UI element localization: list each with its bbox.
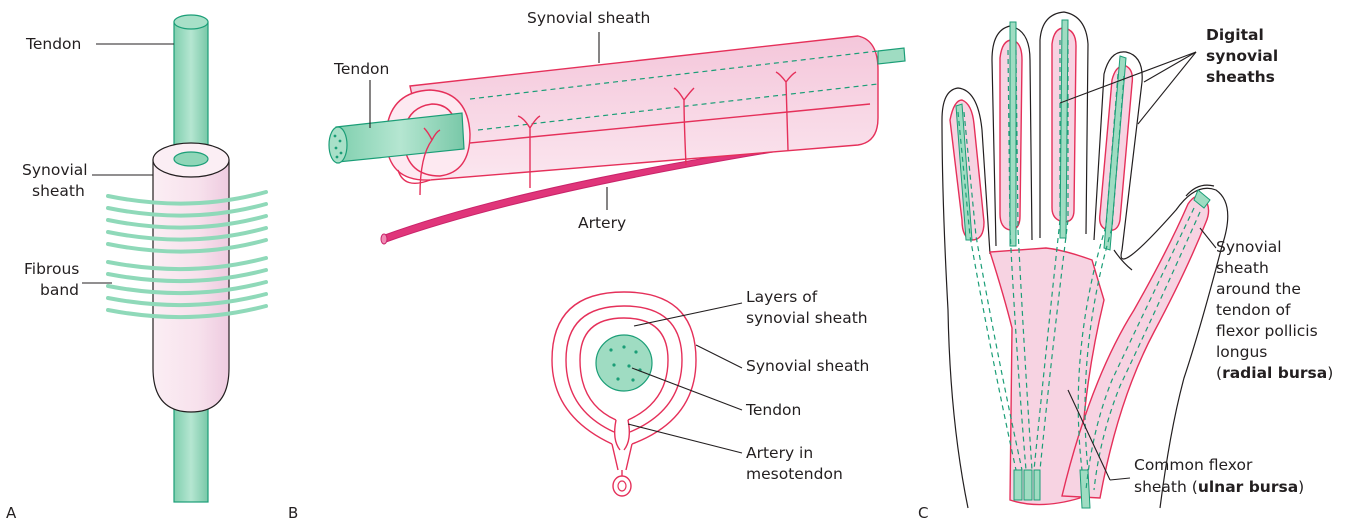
label-fibrous-a-2: band bbox=[40, 281, 79, 299]
tendon-a-bottom bbox=[174, 400, 208, 502]
label-radial-7: (radial bursa) bbox=[1216, 364, 1333, 382]
label-fibrous-a-1: Fibrous bbox=[24, 260, 79, 278]
synovial-sheath-a-top-hole bbox=[174, 152, 208, 166]
panel-letter-c: C bbox=[918, 504, 928, 522]
cs-tendon bbox=[596, 335, 652, 391]
synovial-sheath-a bbox=[153, 160, 229, 412]
label-synovial-sheath-b: Synovial sheath bbox=[527, 9, 650, 27]
panel-a: Tendon Synovial sheath Fibrous band A bbox=[6, 15, 266, 522]
label-radial-4: tendon of bbox=[1216, 301, 1291, 319]
panel-c: Digital synovial sheaths Synovial sheath… bbox=[918, 12, 1333, 522]
label-radial-7-close: ) bbox=[1327, 364, 1333, 382]
label-layers-1: Layers of bbox=[746, 288, 818, 306]
label-common-2-bold: ulnar bursa bbox=[1198, 478, 1298, 496]
label-radial-2: sheath bbox=[1216, 259, 1269, 277]
tendon-b-right bbox=[878, 48, 905, 64]
label-common-2: sheath (ulnar bursa) bbox=[1134, 478, 1304, 496]
label-artery-in-2: mesotendon bbox=[746, 465, 843, 483]
panel-b-cross-section: Layers of synovial sheath Synovial sheat… bbox=[552, 288, 869, 496]
label-tendon-cs: Tendon bbox=[745, 401, 801, 419]
cs-artery bbox=[613, 476, 631, 496]
label-digital-1: Digital bbox=[1206, 26, 1264, 44]
tendon-a-top bbox=[174, 22, 208, 147]
label-layers-2: synovial sheath bbox=[746, 309, 868, 327]
label-common-1: Common flexor bbox=[1134, 456, 1253, 474]
label-digital-2: synovial bbox=[1206, 47, 1278, 65]
tendon-a-top-end bbox=[174, 15, 208, 29]
label-radial-3: around the bbox=[1216, 280, 1301, 298]
label-artery-in-1: Artery in bbox=[746, 444, 813, 462]
label-radial-1: Synovial bbox=[1216, 238, 1282, 256]
label-tendon-a: Tendon bbox=[25, 35, 81, 53]
leader-tendon-cs bbox=[632, 368, 742, 410]
label-digital-3: sheaths bbox=[1206, 68, 1275, 86]
synovial-sheath-b bbox=[410, 36, 878, 180]
label-synovial-a-2: sheath bbox=[32, 182, 85, 200]
label-radial-7-bold: radial bursa bbox=[1222, 364, 1327, 382]
label-synovial-a-1: Synovial bbox=[22, 161, 88, 179]
label-artery-b: Artery bbox=[578, 214, 626, 232]
label-common-2-close: ) bbox=[1298, 478, 1304, 496]
label-common-2-pre: sheath ( bbox=[1134, 478, 1198, 496]
label-radial-6: longus bbox=[1216, 343, 1267, 361]
label-tendon-b: Tendon bbox=[333, 60, 389, 78]
leader-synovial-cs bbox=[696, 345, 742, 368]
panel-letter-a: A bbox=[6, 504, 17, 522]
panel-letter-b: B bbox=[288, 504, 298, 522]
label-synovial-cs: Synovial sheath bbox=[746, 357, 869, 375]
label-radial-5: flexor pollicis bbox=[1216, 322, 1318, 340]
